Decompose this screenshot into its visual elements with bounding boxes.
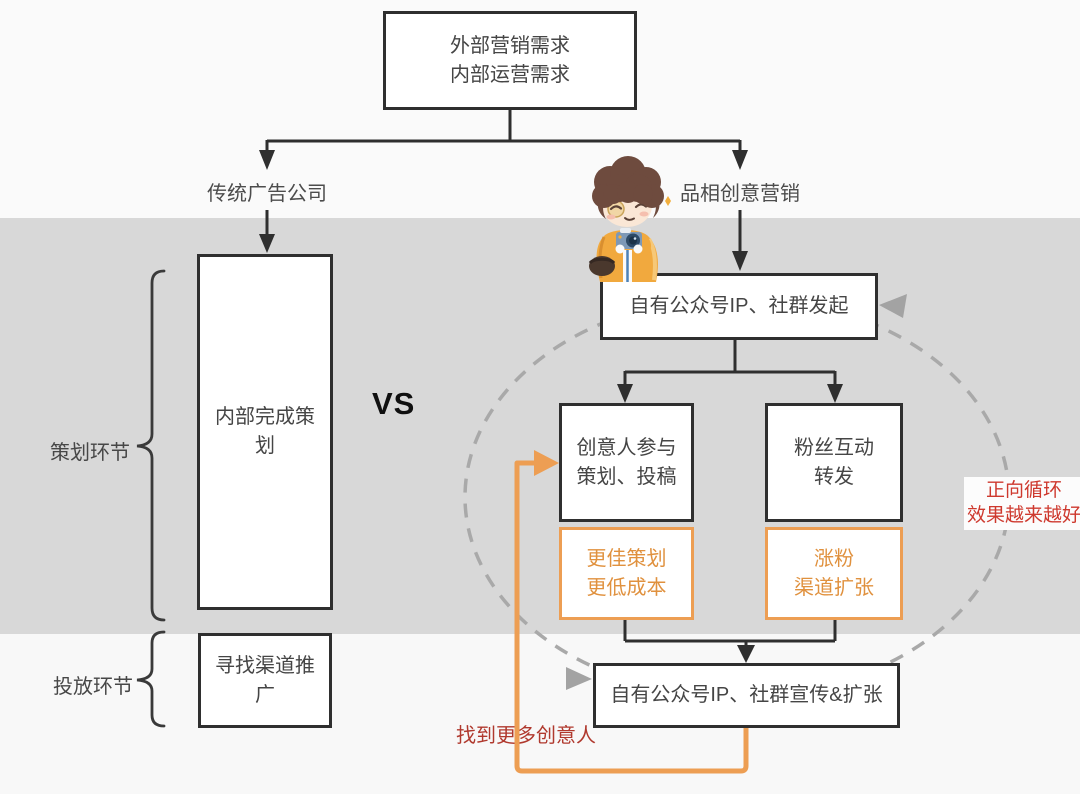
find-channel-box: 寻找渠道推广 [198, 633, 332, 728]
community-expand-box: 自有公众号IP、社群宣传&扩张 [593, 663, 900, 728]
positive-loop-annotation: 正向循环 效果越来越好 [964, 477, 1080, 531]
background-band-middle [0, 218, 1080, 634]
internal-planning-box: 内部完成策划 [197, 254, 333, 610]
community-initiate-box: 自有公众号IP、社群发起 [600, 273, 878, 340]
demand-source-box: 外部营销需求 内部运营需求 [383, 11, 637, 110]
launch-stage-label: 投放环节 [53, 676, 133, 698]
traditional-agency-label: 传统广告公司 [207, 183, 327, 205]
pinxiang-marketing-label: 品相创意营销 [680, 183, 800, 205]
vs-label: VS [372, 386, 416, 421]
planning-stage-label: 策划环节 [50, 442, 130, 464]
benefit-fan-growth-box: 涨粉 渠道扩张 [765, 527, 903, 620]
fan-interaction-box: 粉丝互动 转发 [765, 403, 903, 522]
creator-participate-box: 创意人参与 策划、投稿 [559, 403, 694, 522]
find-creators-annotation: 找到更多创意人 [456, 725, 596, 747]
benefit-better-planning-box: 更佳策划 更低成本 [559, 527, 694, 620]
background-band-bottom [0, 634, 1080, 794]
